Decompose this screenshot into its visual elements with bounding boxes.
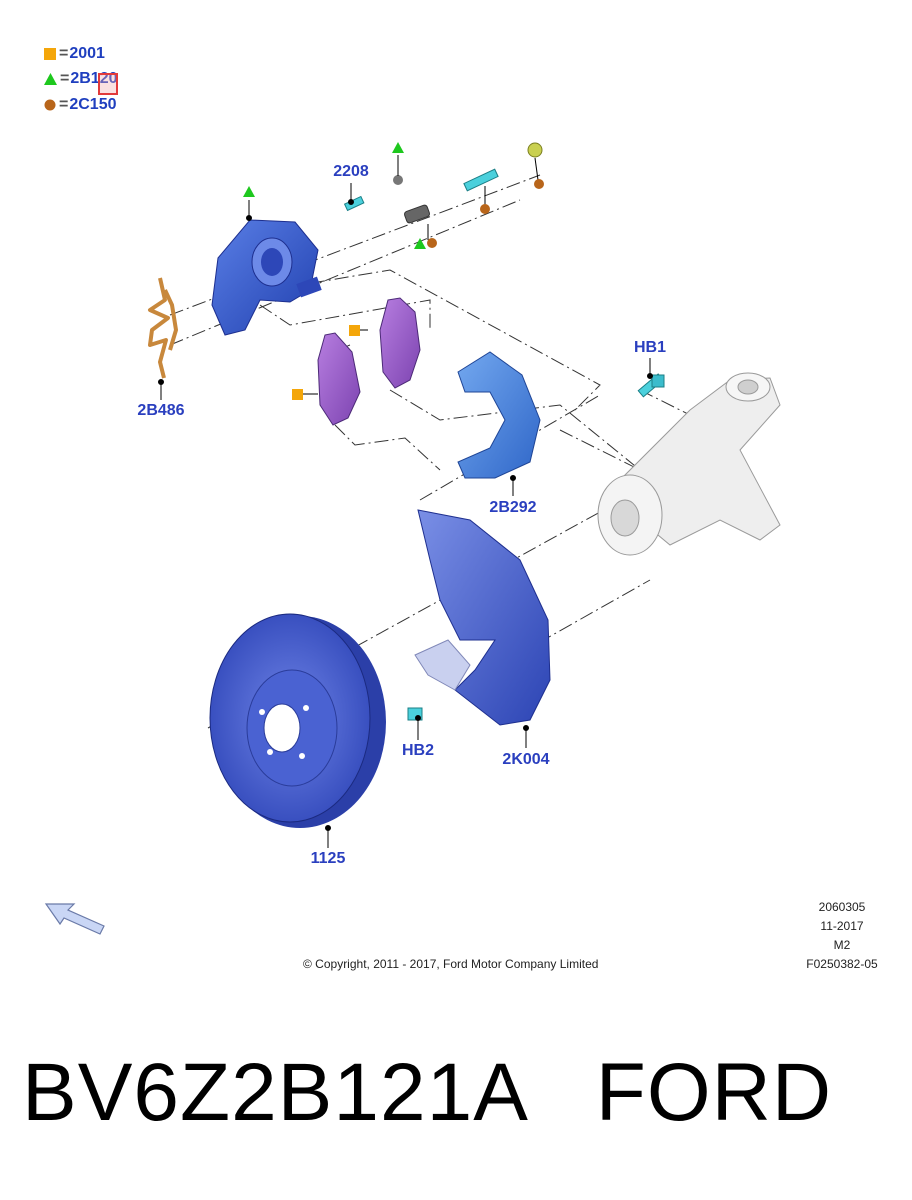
bottom-caption: BV6Z2B121A FORD [22,1046,832,1140]
drawing-meta: 2060305 11-2017 M2 F0250382-05 [800,898,884,974]
equals-sign: = [59,96,69,113]
diagram-markers [243,142,544,400]
anti-rattle-clip [148,277,178,379]
meta-line-1: 2060305 [818,900,866,914]
circle-marker-icon [44,99,56,111]
guide-pins [343,142,543,224]
back-arrow-icon[interactable] [44,898,108,938]
part-number: BV6Z2B121A [22,1047,525,1138]
callout-2208[interactable]: 2208 [333,163,369,180]
callout-1125[interactable]: 1125 [310,850,346,867]
callout-2b292[interactable]: 2B292 [489,499,537,516]
callout-hb2[interactable]: HB2 [401,742,435,759]
callout-hb1[interactable]: HB1 [633,339,667,356]
callout-2b486[interactable]: 2B486 [137,402,185,419]
brake-rotor [209,613,386,828]
steering-knuckle [597,372,781,556]
caliper-bracket [457,351,541,479]
selection-highlight [98,73,118,95]
legend-code: 2C150 [69,96,117,113]
equals-sign: = [59,45,69,62]
equals-sign: = [60,70,70,87]
caption-gap [524,1047,595,1138]
leader-lines [158,155,653,848]
meta-line-2: 11-2017 [820,919,864,933]
dust-shield [414,509,551,726]
brake-caliper [211,219,322,336]
legend-item-2c150: = 2C150 [44,95,117,115]
meta-line-4: F0250382-05 [806,957,878,971]
brake-exploded-diagram [148,142,781,848]
meta-line-3: M2 [833,938,851,952]
triangle-marker-icon [44,73,57,85]
brand-name: FORD [595,1047,833,1138]
legend-item-2001: = 2001 [44,44,105,64]
callout-2k004[interactable]: 2K004 [502,751,550,768]
legend-code: 2001 [69,45,105,62]
brake-pads [317,297,421,426]
square-marker-icon [44,48,56,60]
copyright-text: © Copyright, 2011 - 2017, Ford Motor Com… [303,957,599,971]
bolts [407,373,665,721]
